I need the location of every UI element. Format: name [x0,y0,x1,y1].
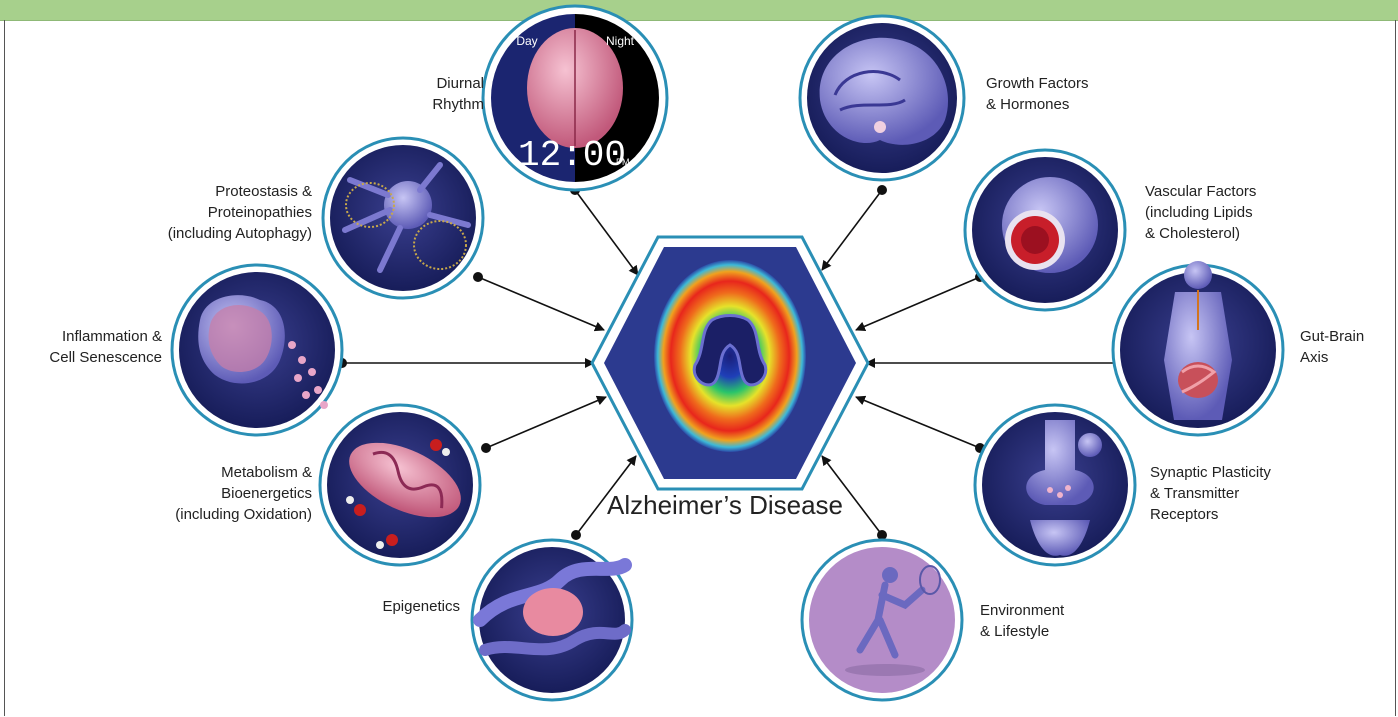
center-hexagon [592,237,868,489]
arrow-metabolism [486,397,606,448]
label-inflammation: Inflammation & Cell Senescence [10,326,162,368]
diurnal-clock: 12:00 [518,135,626,176]
label-line: & Transmitter [1150,483,1310,504]
arrow-synaptic [856,397,980,448]
label-line: Rhythm [384,94,484,115]
label-line: Metabolism & [130,462,312,483]
factor-circle-epigenetics [472,540,632,700]
label-line: & Lifestyle [980,621,1110,642]
label-diurnal: Diurnal Rhythm [384,73,484,115]
label-line: & Cholesterol) [1145,223,1295,244]
factor-circle-gutbrain [1113,261,1283,435]
factor-circle-proteostasis [323,138,483,298]
label-line: Gut-Brain [1300,326,1390,347]
label-line: & Hormones [986,94,1136,115]
center-title: Alzheimer’s Disease [600,490,850,521]
label-line: (including Oxidation) [130,504,312,525]
arrow-proteostasis [478,277,604,330]
label-line: Vascular Factors [1145,181,1295,202]
label-growth: Growth Factors & Hormones [986,73,1136,115]
arrow-vascular [856,277,980,330]
label-metabolism: Metabolism & Bioenergetics (including Ox… [130,462,312,525]
label-line: Cell Senescence [10,347,162,368]
label-line: Diurnal [384,73,484,94]
factor-circle-synaptic [975,405,1135,565]
factor-circle-diurnal: Day Night 12:00 PM [483,6,667,190]
label-proteostasis: Proteostasis & Proteinopathies (includin… [130,181,312,244]
label-line: (including Lipids [1145,202,1295,223]
diurnal-night-label: Night [606,34,635,48]
label-line: Environment [980,600,1110,621]
label-epigenetics: Epigenetics [340,596,460,617]
factor-circle-metabolism [320,405,480,565]
label-line: Bioenergetics [130,483,312,504]
label-line: (including Autophagy) [130,223,312,244]
brain-pet-scan-image [654,260,806,452]
factor-circle-vascular [965,150,1125,310]
label-synaptic: Synaptic Plasticity & Transmitter Recept… [1150,462,1310,525]
label-environment: Environment & Lifestyle [980,600,1110,642]
label-line: Proteinopathies [130,202,312,223]
label-line: Synaptic Plasticity [1150,462,1310,483]
arrow-dot-epigenetics [571,530,581,540]
label-line: Epigenetics [340,596,460,617]
factor-circle-environment [802,540,962,700]
factor-circle-inflammation [172,265,342,435]
arrow-diurnal [575,190,638,275]
label-gutbrain: Gut-Brain Axis [1300,326,1390,368]
label-line: Receptors [1150,504,1310,525]
label-line: Inflammation & [10,326,162,347]
diurnal-clock-suffix: PM [616,157,630,167]
label-line: Axis [1300,347,1390,368]
factor-circle-growth [800,16,964,180]
arrow-growth [822,190,882,270]
label-line: Proteostasis & [130,181,312,202]
arrow-dot-growth [877,185,887,195]
diurnal-day-label: Day [516,34,537,48]
arrow-dot-proteostasis [473,272,483,282]
label-line: Growth Factors [986,73,1136,94]
label-vascular: Vascular Factors (including Lipids & Cho… [1145,181,1295,244]
arrow-dot-metabolism [481,443,491,453]
